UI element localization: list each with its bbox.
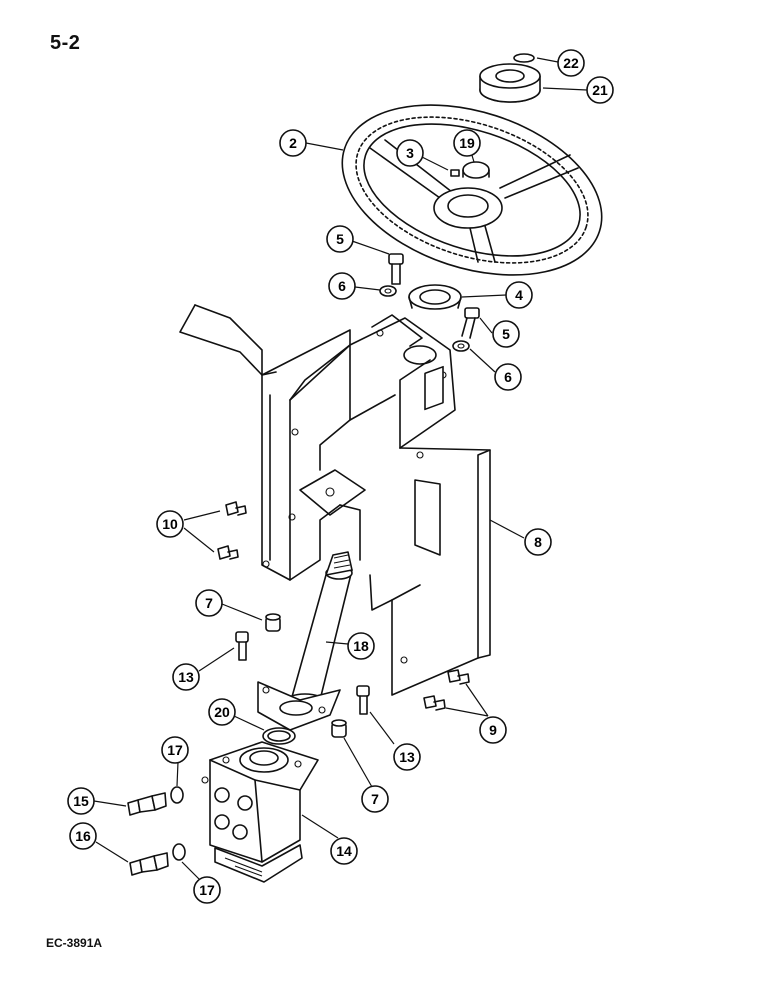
svg-text:13: 13 bbox=[399, 749, 415, 765]
fitting-15 bbox=[127, 792, 167, 816]
callout-21: 21 bbox=[586, 76, 614, 104]
callout-3: 3 bbox=[396, 139, 424, 167]
svg-text:22: 22 bbox=[563, 55, 579, 71]
bolt-13-left bbox=[235, 631, 249, 661]
svg-text:10: 10 bbox=[162, 516, 178, 532]
wheel-nut bbox=[462, 161, 490, 179]
steering-control-valve bbox=[201, 741, 319, 883]
callout-6-upper: 6 bbox=[328, 272, 356, 300]
svg-text:17: 17 bbox=[167, 742, 183, 758]
svg-text:2: 2 bbox=[289, 135, 297, 151]
bolt-13-right bbox=[356, 685, 370, 715]
svg-text:7: 7 bbox=[205, 595, 213, 611]
svg-text:6: 6 bbox=[504, 369, 512, 385]
svg-text:5: 5 bbox=[502, 326, 510, 342]
ring-17-upper bbox=[170, 786, 184, 804]
washer-6-right bbox=[452, 340, 470, 352]
page-number: 5-2 bbox=[50, 32, 81, 54]
bolt-5-left bbox=[388, 253, 404, 285]
callout-7-upper: 7 bbox=[195, 589, 223, 617]
figure-code: EC-3891A bbox=[46, 936, 103, 950]
callout-8: 8 bbox=[524, 528, 552, 556]
svg-text:16: 16 bbox=[75, 828, 91, 844]
leader-lines bbox=[93, 57, 588, 881]
callout-10: 10 bbox=[156, 510, 184, 538]
callout-2: 2 bbox=[279, 129, 307, 157]
svg-text:7: 7 bbox=[371, 791, 379, 807]
svg-text:5: 5 bbox=[336, 231, 344, 247]
ring-17-lower bbox=[172, 843, 186, 861]
fitting-16 bbox=[129, 852, 169, 876]
callout-9: 9 bbox=[479, 716, 507, 744]
clip-22 bbox=[513, 53, 535, 63]
bolts-9 bbox=[423, 669, 470, 711]
key-3 bbox=[450, 169, 460, 177]
svg-text:4: 4 bbox=[515, 287, 523, 303]
callout-17-upper: 17 bbox=[161, 736, 189, 764]
callout-19: 19 bbox=[453, 129, 481, 157]
callout-4: 4 bbox=[505, 281, 533, 309]
svg-text:14: 14 bbox=[336, 843, 352, 859]
spacer-7-lower bbox=[331, 719, 347, 738]
bushing-4 bbox=[408, 284, 462, 310]
svg-text:8: 8 bbox=[534, 534, 542, 550]
washer-6-left bbox=[379, 285, 397, 297]
callout-14: 14 bbox=[330, 837, 358, 865]
svg-text:19: 19 bbox=[459, 135, 475, 151]
svg-text:18: 18 bbox=[353, 638, 369, 654]
callout-5-upper: 5 bbox=[326, 225, 354, 253]
callout-13-left: 13 bbox=[172, 663, 200, 691]
callout-6-lower: 6 bbox=[494, 363, 522, 391]
support-frame bbox=[179, 304, 491, 696]
svg-text:13: 13 bbox=[178, 669, 194, 685]
bolts-10 bbox=[217, 501, 247, 560]
svg-text:21: 21 bbox=[592, 82, 608, 98]
callout-13-right: 13 bbox=[393, 743, 421, 771]
callout-5-lower: 5 bbox=[492, 320, 520, 348]
o-ring-20 bbox=[262, 727, 296, 745]
svg-text:3: 3 bbox=[406, 145, 414, 161]
svg-text:9: 9 bbox=[489, 722, 497, 738]
svg-text:6: 6 bbox=[338, 278, 346, 294]
callout-7-lower: 7 bbox=[361, 785, 389, 813]
horn-cap bbox=[479, 63, 541, 103]
column-base-plate bbox=[257, 681, 341, 731]
spacer-7-upper bbox=[265, 613, 281, 632]
steering-wheel bbox=[341, 104, 603, 276]
callout-20: 20 bbox=[208, 698, 236, 726]
callout-15: 15 bbox=[67, 787, 95, 815]
callout-17-lower: 17 bbox=[193, 876, 221, 904]
callout-16: 16 bbox=[69, 822, 97, 850]
callout-18: 18 bbox=[347, 632, 375, 660]
svg-text:20: 20 bbox=[214, 704, 230, 720]
callout-22: 22 bbox=[557, 49, 585, 77]
svg-text:17: 17 bbox=[199, 882, 215, 898]
svg-text:15: 15 bbox=[73, 793, 89, 809]
bolt-5-right bbox=[461, 307, 480, 339]
